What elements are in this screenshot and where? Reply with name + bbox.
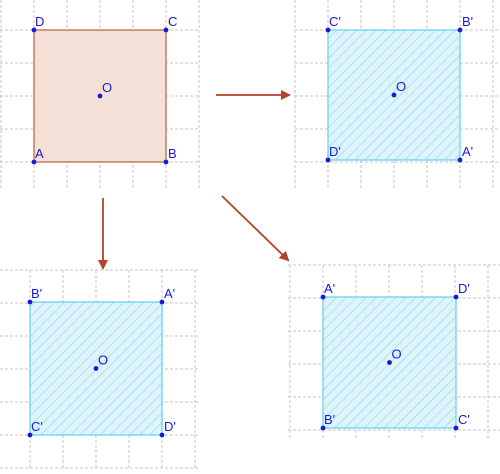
point-label: B': [31, 286, 42, 301]
point-center: [97, 93, 103, 99]
image-bottom-left-figure: B' A' C' D' O: [27, 286, 176, 438]
point-bottom-left: [320, 425, 326, 431]
point-label: A': [324, 281, 335, 296]
original-figure: D C A B O: [31, 14, 177, 165]
point-top-right: [159, 299, 165, 305]
point-label: C': [31, 419, 43, 434]
point-top-left: [27, 299, 33, 305]
point-label: A': [164, 286, 175, 301]
point-top-right: [453, 294, 459, 300]
point-center: [391, 92, 397, 98]
point-label: B': [324, 412, 335, 427]
point-label: O: [102, 80, 112, 95]
point-bottom-right: [457, 157, 463, 163]
point-label: D: [35, 14, 44, 29]
point-label: A: [35, 146, 44, 161]
point-top-right: [457, 27, 463, 33]
point-bottom-right: [159, 432, 165, 438]
point-top-right: [163, 27, 169, 33]
image-right-figure: C' B' D' A' O: [325, 14, 473, 163]
point-label: O: [392, 347, 402, 362]
point-label: C': [329, 14, 341, 29]
arrow-diagonal: [221, 195, 290, 262]
point-bottom-left: [27, 432, 33, 438]
image-bottom-right-figure: A' D' B' C' O: [320, 281, 470, 431]
point-label: A': [462, 144, 473, 159]
point-center: [387, 360, 392, 365]
point-label: C': [458, 412, 470, 427]
point-top-left: [31, 27, 37, 33]
point-bottom-left: [31, 159, 37, 165]
point-label: D': [329, 144, 341, 159]
point-center: [93, 366, 99, 371]
point-label: D': [164, 419, 176, 434]
point-label: O: [396, 79, 406, 94]
point-bottom-right: [163, 159, 169, 165]
point-bottom-left: [325, 157, 331, 163]
point-label: C: [168, 14, 177, 29]
point-bottom-right: [453, 425, 459, 431]
point-label: O: [98, 353, 108, 368]
point-label: B: [168, 146, 177, 161]
point-top-left: [325, 27, 331, 33]
point-label: D': [458, 281, 470, 296]
point-label: B': [462, 14, 473, 29]
point-top-left: [320, 294, 326, 300]
